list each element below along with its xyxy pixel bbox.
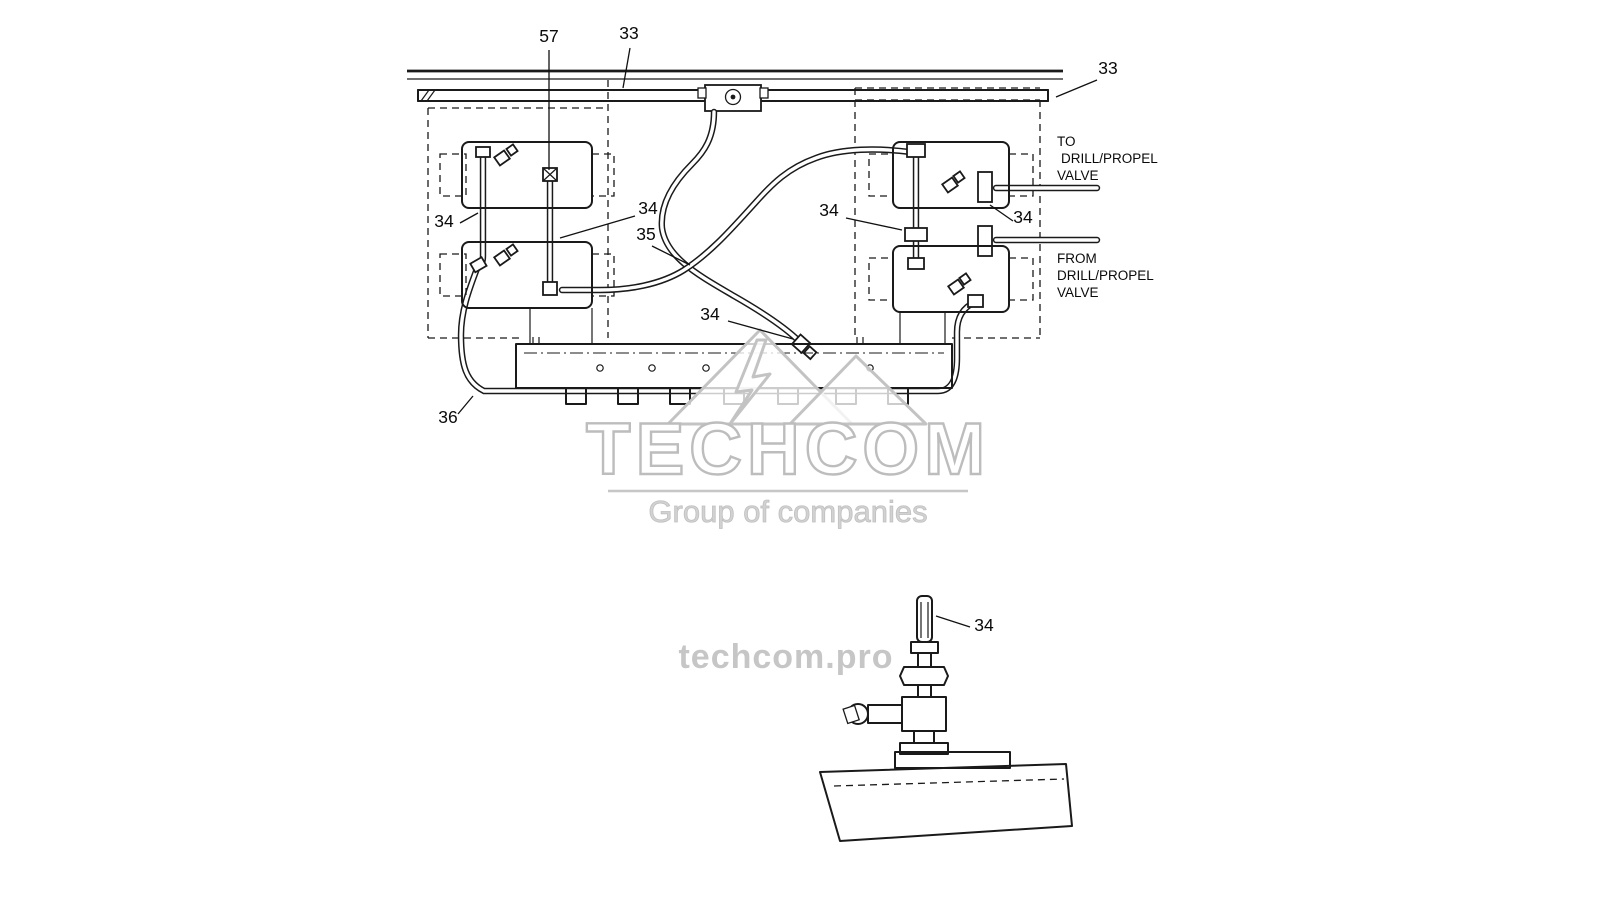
assembly-upper-left [439,141,615,209]
assembly-lower-left [439,241,615,344]
watermark: TECHCOM Group of companies techcom.pro [585,328,990,676]
callout-34-right: 34 [819,200,839,220]
port-labels: TO DRILL/PROPEL VALVE FROM DRILL/PROPEL … [1057,134,1158,300]
callout-34-left: 34 [434,211,454,231]
center-manifold [697,84,769,112]
callouts: 57 33 33 34 34 35 34 34 34 36 34 [434,23,1117,635]
callout-33-top: 33 [619,23,638,43]
watermark-brand: TECHCOM [586,409,990,490]
hose-bottom-loop-36 [457,262,984,395]
from-valve-line1: FROM [1057,251,1097,266]
callout-36: 36 [438,407,457,427]
watermark-logo-icon [666,328,928,426]
callout-57: 57 [539,26,558,46]
frame-dashed-lines [427,80,1041,339]
callout-34-midleft: 34 [638,198,658,218]
callout-33-right: 33 [1098,58,1117,78]
hose-right-vertical [904,143,928,270]
callout-35: 35 [636,224,655,244]
from-valve-line3: VALVE [1057,285,1099,300]
watermark-subtitle: Group of companies [648,494,927,529]
hose-manifold-to-bottom-right [658,108,804,346]
hose-tube-57 [542,167,558,296]
callout-34-bottom: 34 [700,304,720,324]
to-valve-line2: DRILL/PROPEL [1061,151,1158,166]
watermark-site: techcom.pro [678,638,893,676]
assembly-lower-right [868,245,1034,344]
to-valve-line3: VALVE [1057,168,1099,183]
hose-right-to-left-cross [558,146,914,294]
hose-to-drill-propel [977,171,1101,203]
hose-from-drill-propel [977,225,1101,257]
leader-lines [457,47,1098,628]
hose-left-vertical [474,151,487,272]
detail-view-fitting [819,595,1073,842]
to-valve-line1: TO [1057,134,1076,149]
assembly-upper-right [868,141,1034,209]
from-valve-line2: DRILL/PROPEL [1057,268,1154,283]
callout-34-farright: 34 [1013,207,1033,227]
callout-34-detail: 34 [974,615,994,635]
